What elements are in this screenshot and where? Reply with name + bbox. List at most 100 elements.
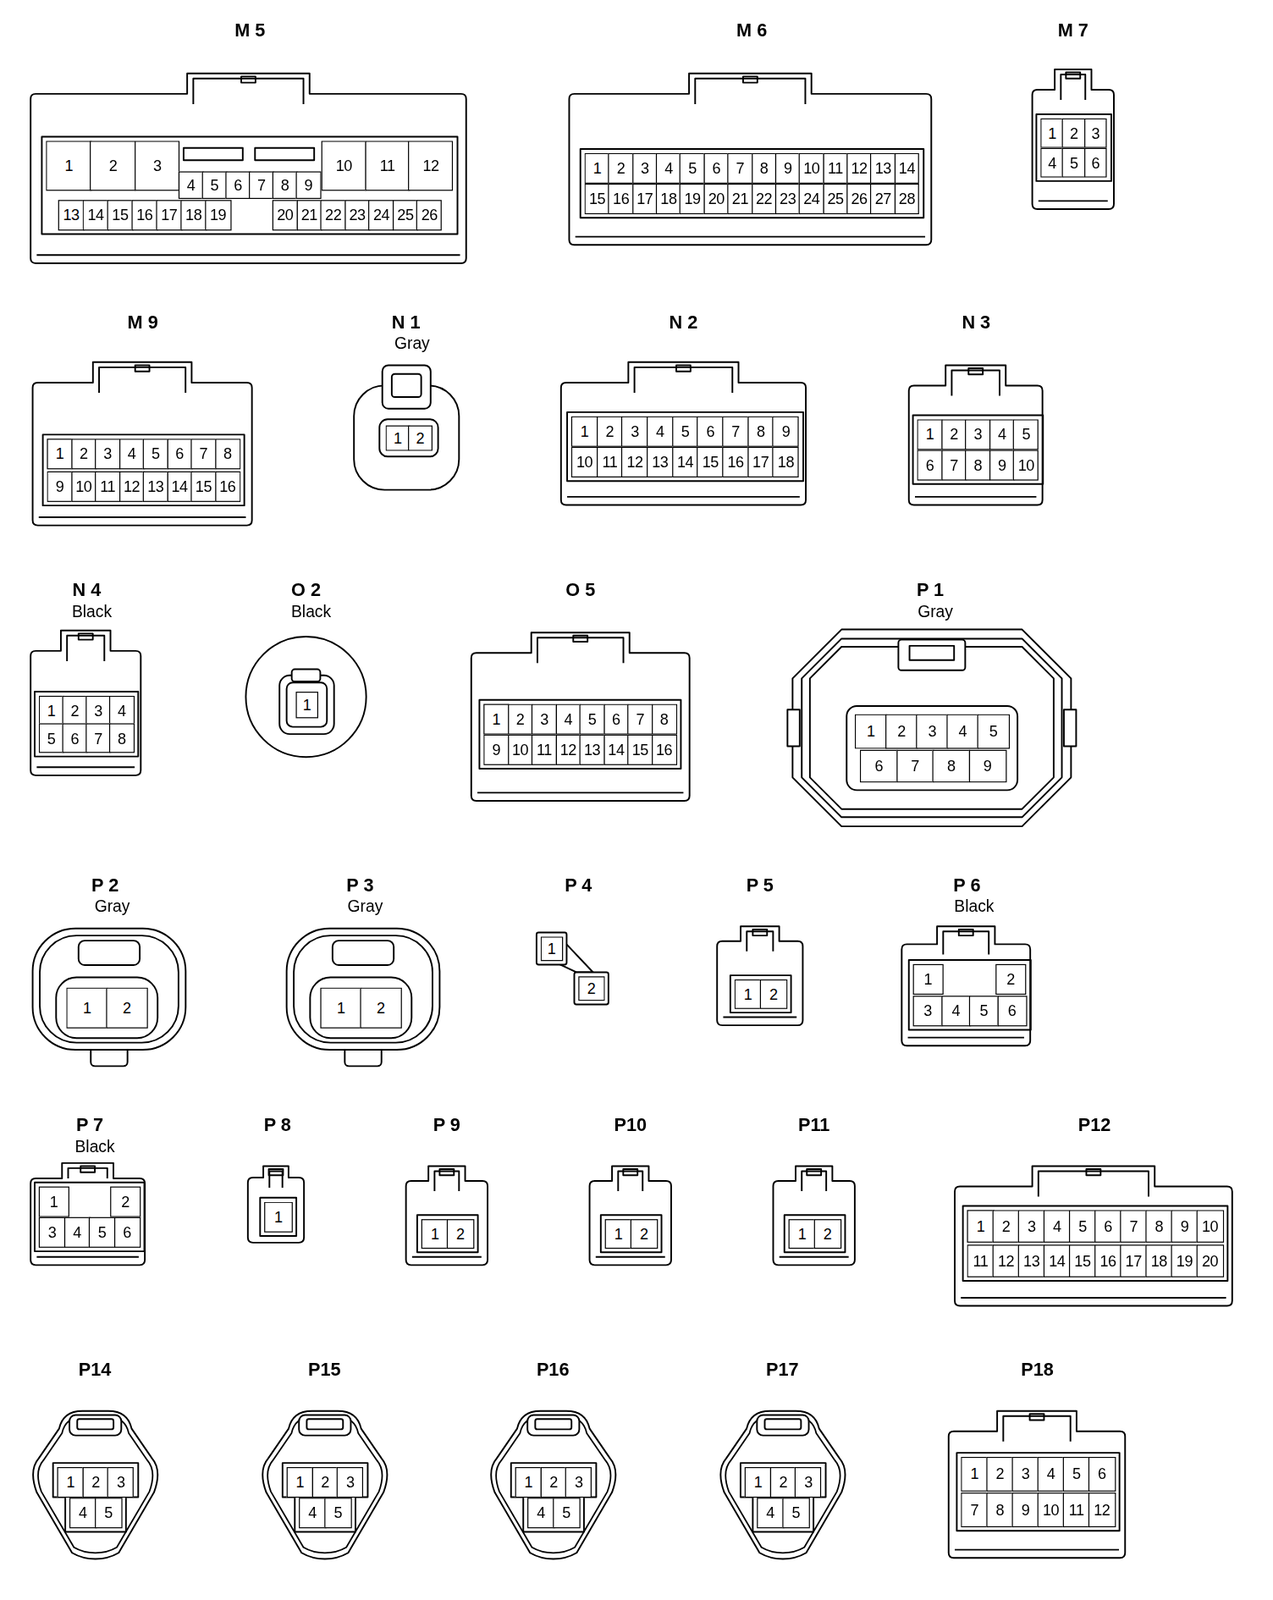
pin-cavity: 12 [846, 153, 872, 184]
pin-cavity: 3 [1011, 1456, 1039, 1491]
pin-cavity: 9 [483, 734, 509, 766]
pin-cavity: 1 [421, 1218, 449, 1248]
pin-number: 3 [974, 426, 983, 442]
pin-cavity: 4 [298, 1497, 326, 1528]
latch-tab [743, 76, 758, 83]
pin-cavity: 6 [997, 995, 1027, 1026]
connector-face: P 412 [536, 873, 621, 1009]
pin-cavity: 5 [1062, 148, 1086, 177]
pin-number: 6 [1091, 154, 1101, 171]
pin-cavity: 8 [1145, 1209, 1173, 1242]
pin-number: 7 [736, 160, 745, 177]
pin-cavity: 4 [655, 153, 682, 184]
housing-outline [716, 925, 803, 1026]
pin-cavity: 2 [446, 1218, 474, 1248]
pin-cavity: 14 [893, 153, 920, 184]
connector-code: N 1 [344, 311, 468, 335]
pin-number: 9 [782, 423, 791, 439]
latch-outline [756, 1415, 809, 1436]
connector-face: O 512345678910111213141516 [471, 577, 690, 801]
cavity-frame [909, 959, 1031, 1031]
pin-number: 5 [792, 1504, 801, 1521]
housing-slot [183, 148, 243, 160]
pin-cavity: 9 [1170, 1209, 1198, 1242]
connector-code: O 5 [518, 578, 642, 601]
pin-number: 10 [512, 741, 529, 757]
pin-cavity: 10 [1037, 1492, 1065, 1527]
connector-code: P 9 [385, 1113, 509, 1137]
pin-number: 5 [47, 730, 56, 746]
pin-number: 25 [396, 207, 414, 223]
pin-number: 28 [898, 191, 915, 207]
housing-outline [801, 638, 1062, 817]
pin-cavity: 21 [727, 183, 753, 215]
pin-cavity: 11 [596, 446, 624, 478]
pin-number: 9 [983, 758, 992, 774]
pin-number: 1 [969, 1465, 979, 1482]
pin-cavity: 1 [38, 1186, 70, 1218]
pin-cavity: 5 [1069, 1209, 1097, 1242]
pin-number: 2 [122, 999, 132, 1015]
base-line [412, 1256, 482, 1258]
pin-cavity: 15 [696, 446, 724, 478]
pin-cavity: 10 [71, 471, 97, 502]
pin-number: 10 [803, 160, 820, 177]
cavity-frame [417, 1214, 479, 1252]
pin-number: 3 [93, 702, 103, 718]
pin-number: 3 [630, 423, 640, 439]
pin-number: 1 [976, 1217, 986, 1234]
pin-number: 6 [711, 160, 721, 177]
connector-code: P 8 [215, 1113, 339, 1137]
connector-face: P 6Black123456 [901, 873, 1031, 1047]
connector-code: P12 [1033, 1113, 1157, 1137]
pin-cavity: 7 [721, 416, 750, 447]
connector-color: Gray [351, 332, 474, 356]
pin-number: 5 [333, 1504, 342, 1521]
pin-cavity: 1 [286, 1466, 315, 1498]
connector-face: P 912 [406, 1113, 488, 1266]
pin-number: 2 [587, 980, 596, 996]
pin-number: 5 [210, 176, 220, 193]
pin-number: 6 [233, 176, 243, 193]
housing-outline [589, 1165, 672, 1265]
pin-number: 1 [593, 160, 602, 177]
pin-cavity: 11 [966, 1244, 994, 1277]
base-line [575, 236, 926, 238]
pin-cavity: 9 [772, 416, 800, 447]
pin-cavity: 5 [977, 714, 1010, 749]
pin-cavity: 3 [915, 714, 948, 749]
pin-cavity: 5 [1013, 418, 1039, 450]
pin-cavity: 7 [941, 449, 967, 480]
pin-cavity: 3 [85, 695, 111, 725]
pin-number: 5 [980, 1002, 989, 1019]
pin-number: 1 [430, 1225, 440, 1241]
connector-code: P14 [33, 1357, 157, 1381]
pin-number: 3 [346, 1474, 355, 1490]
pin-number: 8 [660, 710, 669, 727]
pin-number: 1 [547, 940, 557, 956]
cavity-frame [600, 1214, 662, 1252]
pin-number: 1 [55, 446, 65, 462]
connector-code: P 1 [869, 578, 992, 601]
cavity-frame [34, 691, 138, 757]
pin-cavity: 9 [1011, 1492, 1039, 1527]
connector-code: P16 [491, 1357, 615, 1381]
pin-cavity: 3 [913, 995, 943, 1026]
pin-number: 15 [702, 454, 719, 470]
pin-cavity: 18 [772, 446, 800, 478]
connector-code: N 3 [914, 311, 1038, 335]
latch-tab [439, 1168, 454, 1175]
pin-number: 1 [393, 429, 403, 446]
pin-number: 18 [777, 454, 794, 470]
housing-outline [262, 1410, 387, 1560]
pin-number: 3 [804, 1474, 813, 1490]
housing-outline [245, 636, 366, 757]
pin-number: 9 [1021, 1501, 1031, 1517]
pin-number: 3 [927, 723, 937, 739]
pin-number: 2 [70, 702, 79, 718]
pin-number: 2 [617, 160, 626, 177]
pin-number: 4 [563, 710, 573, 727]
pin-cavity: 3 [565, 1466, 593, 1498]
pin-cavity: 5 [679, 153, 706, 184]
pin-cavity: 6 [603, 704, 629, 735]
